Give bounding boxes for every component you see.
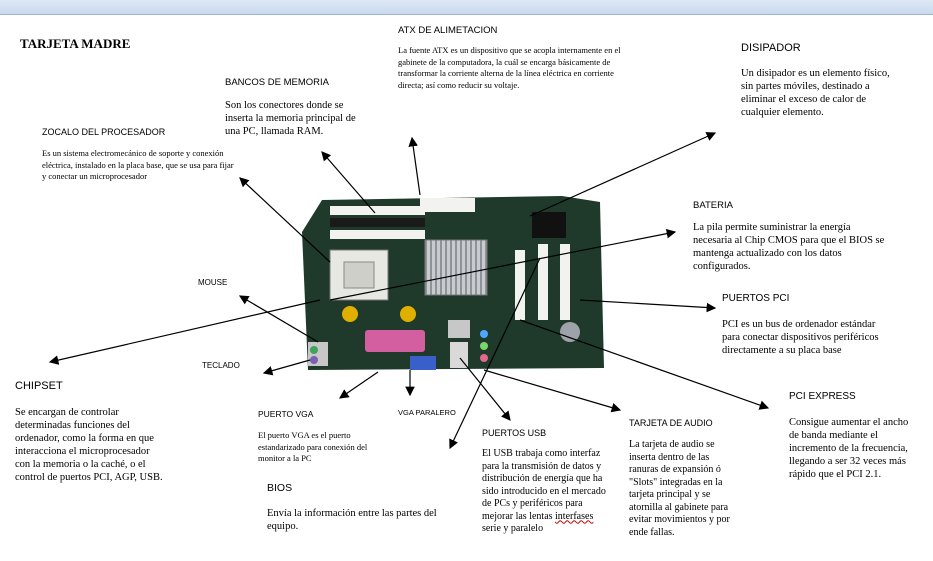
arrow-chipset (48, 299, 321, 365)
arrow-bancos (321, 151, 376, 214)
chipset-heading: CHIPSET (15, 380, 63, 392)
arrow-disipador (529, 132, 717, 217)
bateria-heading: BATERIA (693, 200, 733, 211)
bateria-text: La pila permite suministrar la energía n… (693, 222, 885, 272)
audio-jack (480, 354, 488, 362)
disipador-heading: DISIPADOR (741, 42, 801, 54)
usb-heading: PUERTOS USB (482, 428, 547, 438)
arrow-vga (339, 371, 379, 399)
vga-text: El puerto VGA es el puerto estandarizado… (258, 430, 368, 463)
capacitor (400, 306, 416, 322)
parallel-port (365, 330, 425, 352)
arrow-zocalo (239, 177, 331, 263)
vga-paralelo-heading: VGA PARALERO (398, 408, 456, 417)
pci-express-text: Consigue aumentar el ancho de banda medi… (789, 417, 909, 480)
arrow-puertos-pci (579, 299, 717, 313)
memory-slot (330, 218, 425, 227)
audio-heading: TARJETA DE AUDIO (629, 418, 713, 428)
teclado-heading: TECLADO (202, 361, 240, 370)
vga-heading: PUERTO VGA (258, 409, 314, 419)
battery (560, 322, 580, 342)
disipador-text: Un disipador es un elemento físico, sin … (741, 68, 890, 118)
motherboard-drawing (302, 196, 604, 370)
bancos-text: Son los conectores donde se inserta la m… (225, 100, 356, 137)
audio-text: La tarjeta de audio se inserta dentro de… (629, 439, 730, 538)
page-title: TARJETA MADRE (20, 36, 131, 51)
chipset-heatsink (424, 239, 488, 296)
arrow-audio (483, 369, 622, 413)
pci-slot (538, 244, 548, 320)
zocalo-heading: ZOCALO DEL PROCESADOR (42, 127, 166, 137)
bios-heading: BIOS (267, 482, 293, 494)
window-top-bar (0, 0, 933, 15)
memory-slot (330, 230, 425, 239)
arrow-pci-express (519, 319, 770, 410)
memory-slot (330, 206, 425, 215)
arrow-bios (449, 257, 541, 450)
pci-slot (515, 250, 525, 320)
arrow-bateria (329, 228, 677, 301)
capacitor (342, 306, 358, 322)
puertos-pci-heading: PUERTOS PCI (722, 293, 790, 304)
arrow-teclado (262, 359, 311, 376)
arrow-mouse (238, 295, 319, 343)
ps2-keyboard-port (310, 356, 318, 364)
pci-slot (560, 244, 570, 320)
atx-text: La fuente ATX es un dispositivo que se a… (398, 45, 621, 90)
zocalo-text: Es un sistema electromecánico de soporte… (42, 148, 234, 181)
audio-jack (480, 330, 488, 338)
arrow-atx (408, 136, 421, 196)
bancos-heading: BANCOS DE MEMORIA (225, 77, 329, 88)
motherboard-image (300, 192, 606, 374)
chip (532, 212, 566, 238)
ps2-mouse-port (310, 346, 318, 354)
mouse-heading: MOUSE (198, 278, 228, 287)
bios-text: Envía la información entre las partes de… (267, 508, 437, 532)
ethernet-port (448, 320, 470, 338)
usb-text: El USB trabaja como interfaz para la tra… (482, 448, 606, 534)
arrow-usb (459, 357, 511, 421)
atx-heading: ATX DE ALIMETACION (398, 25, 498, 36)
vga-port (410, 356, 436, 370)
audio-jack (480, 342, 488, 350)
atx-connector (420, 198, 475, 212)
pci-express-heading: PCI EXPRESS (789, 391, 856, 402)
puertos-pci-text: PCI es un bus de ordenador estándar para… (722, 319, 879, 356)
chipset-text: Se encargan de controlar determinadas fu… (15, 407, 163, 483)
